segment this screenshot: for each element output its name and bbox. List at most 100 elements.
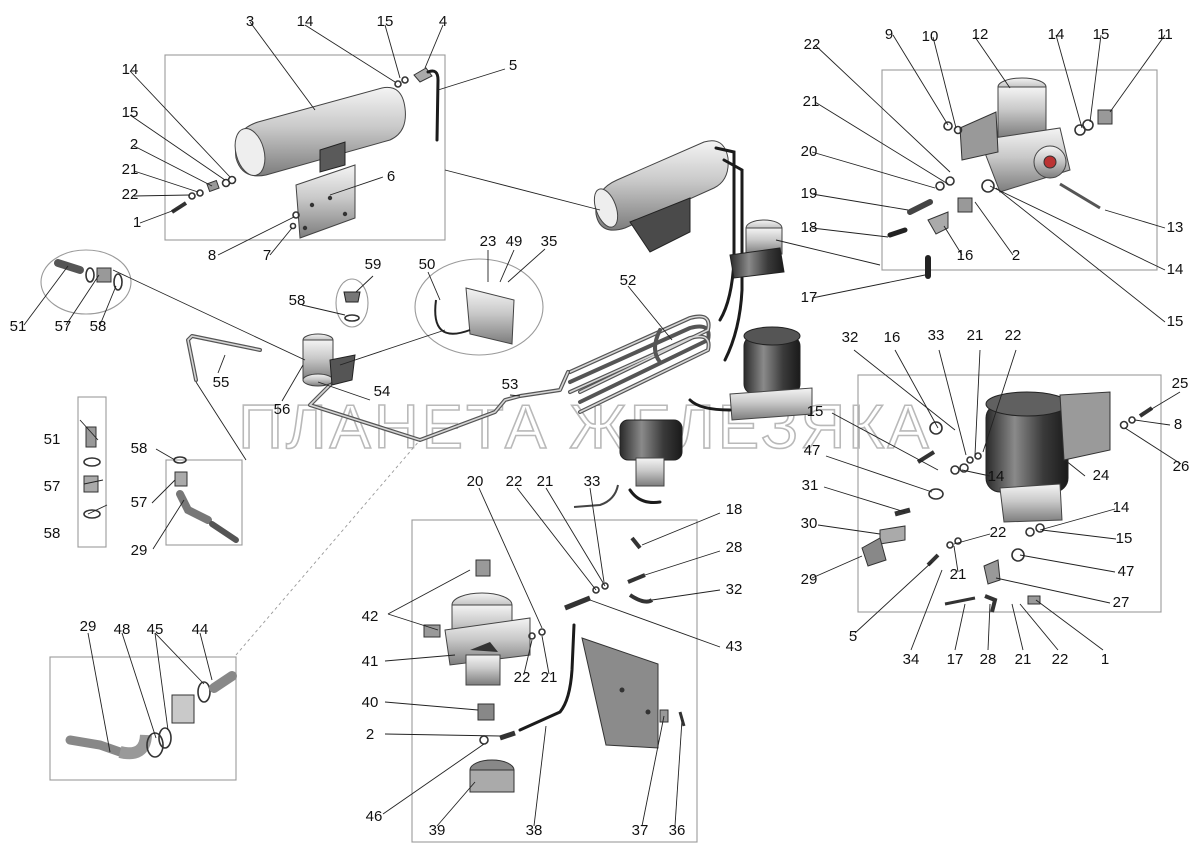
callout-label: 25	[1172, 375, 1189, 392]
callout-label: 47	[1118, 563, 1135, 580]
callout-label: 39	[429, 822, 446, 839]
callout-label: 46	[366, 808, 383, 825]
callout-label: 16	[884, 329, 901, 346]
callout-label: 51	[44, 431, 61, 448]
left-fittings-column	[83, 426, 239, 543]
callout-label: 20	[467, 473, 484, 490]
coil-cooler-pipe	[568, 314, 711, 414]
valve-group-top-right	[887, 77, 1113, 279]
callout-label: 8	[208, 247, 216, 264]
callout-label: 33	[928, 327, 945, 344]
callout-label: 7	[263, 247, 271, 264]
callout-oval-bracket	[414, 258, 544, 356]
callout-label: 58	[44, 525, 61, 542]
frame-hose-group-bottom	[49, 656, 237, 781]
callout-label: 29	[131, 542, 148, 559]
callout-label: 17	[947, 651, 964, 668]
callout-label: 14	[1048, 26, 1065, 43]
callout-label: 21	[950, 566, 967, 583]
callout-label: 58	[131, 440, 148, 457]
callout-label: 37	[632, 822, 649, 839]
callout-label: 15	[1093, 26, 1110, 43]
callout-label: 2	[1012, 247, 1020, 264]
frame-fitting-column	[77, 396, 107, 548]
compressor-group-bottom	[423, 536, 686, 793]
callout-label: 2	[366, 726, 374, 743]
callout-label: 41	[362, 653, 379, 670]
callout-label: 48	[114, 621, 131, 638]
callout-label: 53	[502, 376, 519, 393]
callout-label: 14	[1113, 499, 1130, 516]
callout-label: 56	[274, 401, 291, 418]
compressor-center	[573, 419, 683, 508]
callout-label: 55	[213, 374, 230, 391]
bracket-plate-50	[434, 287, 515, 345]
callout-label: 50	[419, 256, 436, 273]
callout-label: 14	[297, 13, 314, 30]
callout-label: 15	[377, 13, 394, 30]
callout-label: 47	[804, 442, 821, 459]
frame-receiver-group	[164, 54, 446, 241]
callout-label: 45	[147, 621, 164, 638]
callout-label: 16	[957, 247, 974, 264]
callout-label: 21	[541, 669, 558, 686]
callout-label: 18	[726, 501, 743, 518]
callout-label: 21	[122, 161, 139, 178]
callout-label: 14	[1167, 261, 1184, 278]
callout-label: 21	[1015, 651, 1032, 668]
callout-label: 8	[1174, 416, 1182, 433]
callout-label: 15	[1116, 530, 1133, 547]
callout-label: 19	[801, 185, 818, 202]
callout-label: 17	[801, 289, 818, 306]
callout-label: 3	[246, 13, 254, 30]
callout-label: 51	[10, 318, 27, 335]
callout-label: 10	[922, 28, 939, 45]
callout-label: 13	[1167, 219, 1184, 236]
detail-frames	[40, 54, 1162, 843]
callout-label: 49	[506, 233, 523, 250]
callout-label: 54	[374, 383, 391, 400]
callout-label: 58	[289, 292, 306, 309]
callout-label: 22	[990, 524, 1007, 541]
callout-label: 57	[44, 478, 61, 495]
callout-label: 27	[1113, 594, 1130, 611]
callout-labels: 3 14 15 4 5 14 15 2 21 22 1 6 8 7 22 9 1…	[10, 13, 1190, 839]
callout-label: 12	[972, 26, 989, 43]
callout-label: 14	[122, 61, 139, 78]
callout-label: 21	[803, 93, 820, 110]
callout-label: 28	[726, 539, 743, 556]
callout-label: 14	[988, 468, 1005, 485]
callout-label: 34	[903, 651, 920, 668]
callout-label: 21	[967, 327, 984, 344]
callout-label: 57	[131, 494, 148, 511]
callout-label: 4	[439, 13, 447, 30]
frame-valve-group-top	[881, 69, 1158, 271]
callout-label: 20	[801, 143, 818, 160]
unloader-valve	[729, 219, 785, 279]
callout-label: 35	[541, 233, 558, 250]
watermark-text: ПЛАНЕТА ЖЕЛЕЗЯКА	[238, 393, 931, 462]
callout-label: 29	[80, 618, 97, 635]
callout-label: 59	[365, 256, 382, 273]
callout-label: 57	[55, 318, 72, 335]
hose-group-bottom-left	[65, 671, 237, 760]
air-dryer-assembly	[688, 326, 813, 421]
cap-59	[343, 291, 361, 322]
callout-label: 1	[1101, 651, 1109, 668]
callout-label: 58	[90, 318, 107, 335]
frame-dryer-group	[857, 374, 1162, 613]
dryer-group-right	[861, 391, 1154, 613]
leader-lines	[23, 21, 1182, 827]
callout-label: 23	[480, 233, 497, 250]
callout-label: 15	[807, 403, 824, 420]
callout-oval-cap	[335, 278, 369, 328]
callout-label: 22	[514, 669, 531, 686]
callout-label: 22	[506, 473, 523, 490]
callout-label: 15	[122, 104, 139, 121]
callout-label: 43	[726, 638, 743, 655]
callout-label: 15	[1167, 313, 1184, 330]
callout-label: 6	[387, 168, 395, 185]
callout-label: 42	[362, 608, 379, 625]
callout-label: 36	[669, 822, 686, 839]
callout-label: 18	[801, 219, 818, 236]
